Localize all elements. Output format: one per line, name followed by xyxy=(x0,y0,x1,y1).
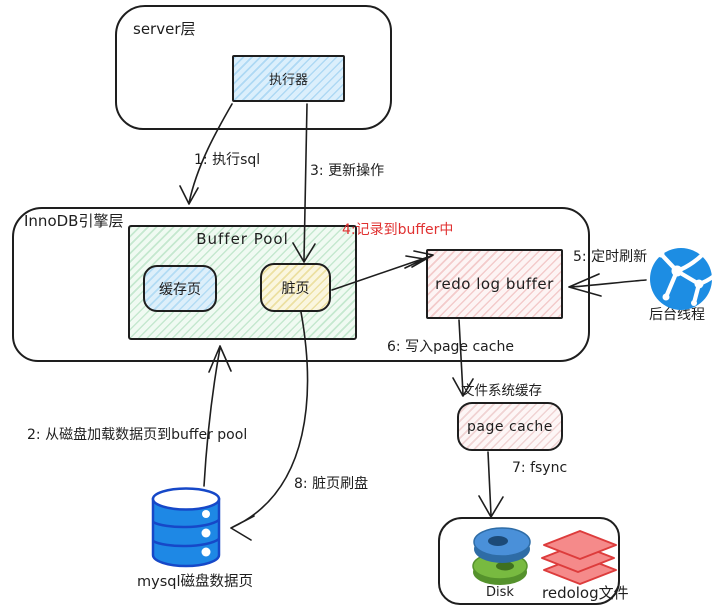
background-thread-icon xyxy=(650,247,717,310)
page-cache-box: page cache xyxy=(457,402,563,451)
background-thread-label: 后台线程 xyxy=(649,307,705,323)
redo-log-buffer-box: redo log buffer xyxy=(426,249,563,319)
executor-label: 执行器 xyxy=(268,73,308,88)
innodb-layer-title: InnoDB引擎层 xyxy=(24,212,124,230)
database-cylinder-icon xyxy=(151,487,221,568)
page-cache-label: page cache xyxy=(467,418,553,435)
dirty-page-box: 脏页 xyxy=(260,263,331,312)
buffer-pool-title: Buffer Pool xyxy=(196,230,289,248)
arrow-step7 xyxy=(478,451,504,518)
file-system-cache-label: 文件系统缓存 xyxy=(461,383,542,399)
step-5-label: 5: 定时刷新 xyxy=(573,249,648,265)
step-7-label: 7: fsync xyxy=(512,460,568,476)
step-8-label: 8: 脏页刷盘 xyxy=(294,476,369,492)
mysql-disk-label: mysql磁盘数据页 xyxy=(137,574,253,590)
disk-label: Disk xyxy=(486,585,514,600)
redolog-files-label: redolog文件 xyxy=(542,584,629,602)
step-1-label: 1: 执行sql xyxy=(194,152,261,168)
executor-box: 执行器 xyxy=(232,55,345,102)
dirty-page-label: 脏页 xyxy=(281,280,310,297)
step-2-label: 2: 从磁盘加载数据页到buffer pool xyxy=(27,427,248,443)
cache-page-box: 缓存页 xyxy=(143,265,217,312)
step-3-label: 3: 更新操作 xyxy=(310,163,385,179)
server-layer-title: server层 xyxy=(133,20,196,38)
step-6-label: 6: 写入page cache xyxy=(387,339,514,355)
cache-page-label: 缓存页 xyxy=(159,281,201,298)
step-4-label: 4:记录到buffer中 xyxy=(342,222,454,238)
redo-log-buffer-label: redo log buffer xyxy=(435,275,554,293)
arrow-step2 xyxy=(203,345,232,487)
